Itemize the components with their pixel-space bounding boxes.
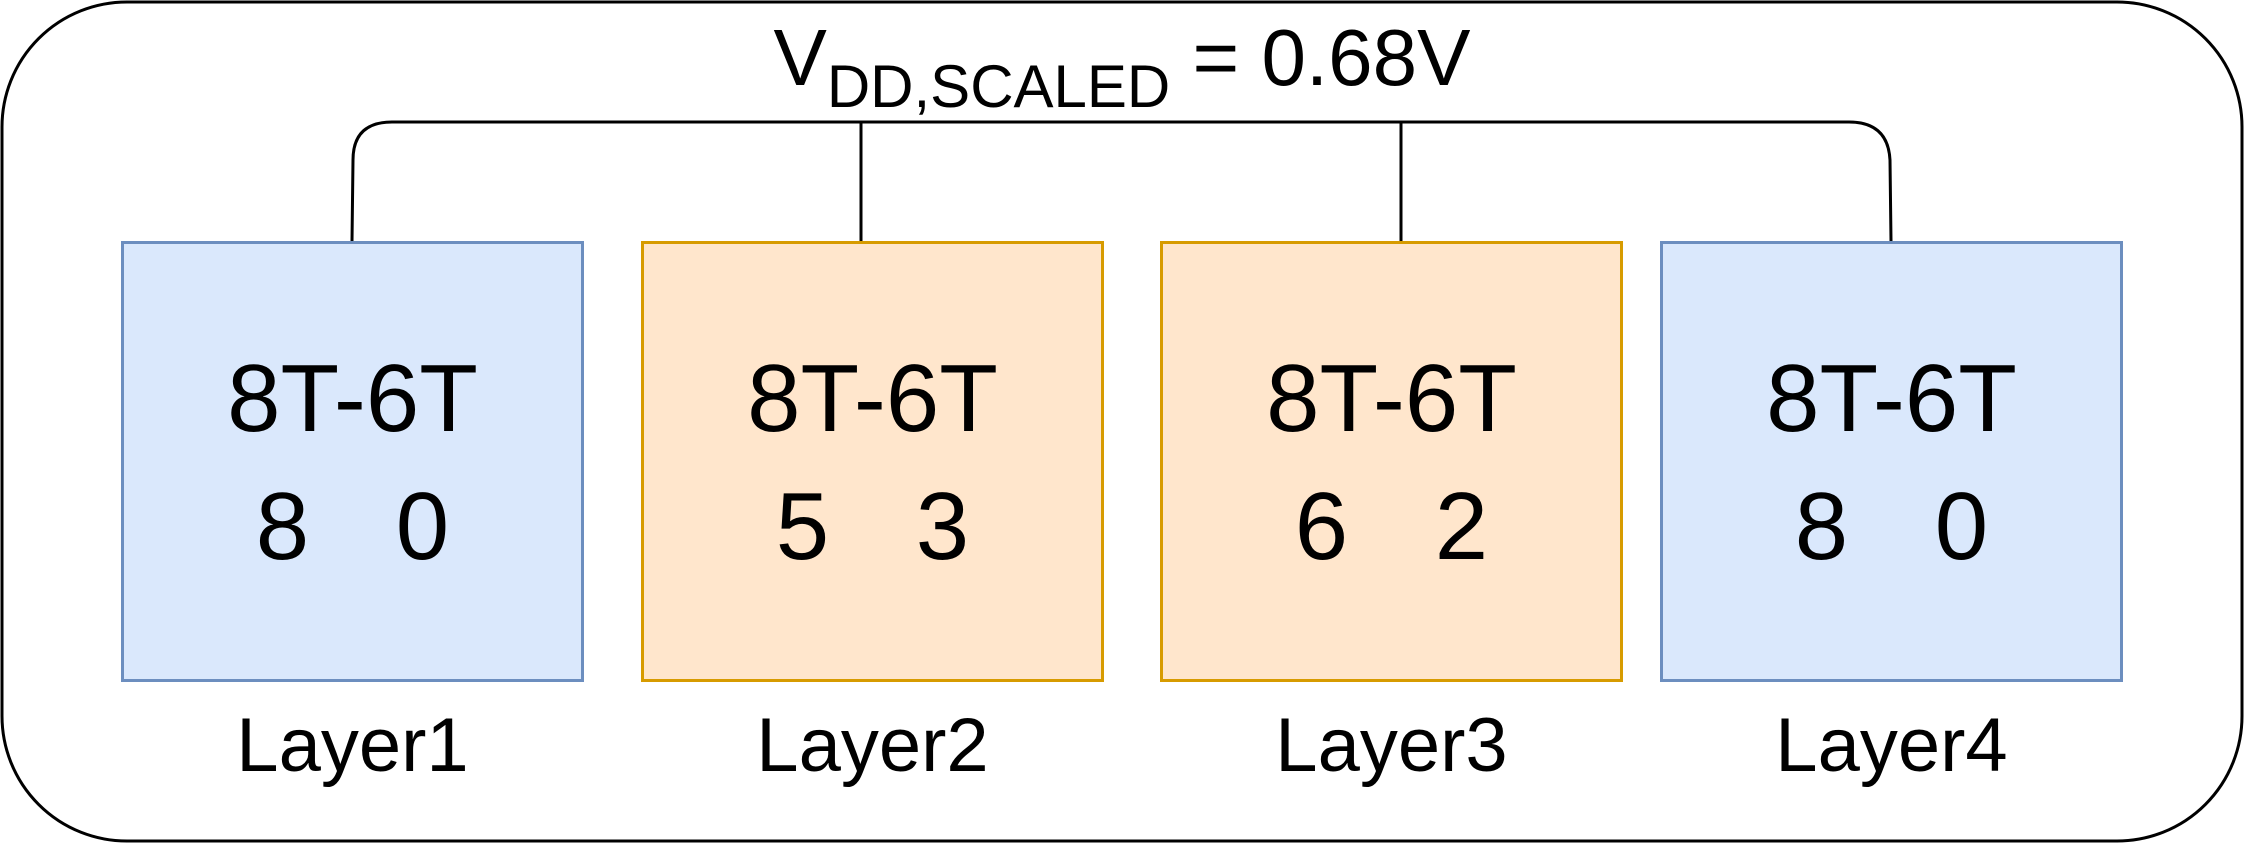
layer4-count-6t: 0: [1934, 473, 1989, 580]
layer4-cell-type: 8T-6T: [1766, 345, 2017, 452]
layer3-count-8t: 6: [1294, 473, 1349, 580]
layer1-count-8t: 8: [255, 473, 310, 580]
layer3-cell-type: 8T-6T: [1266, 345, 1517, 452]
supply-voltage-subscript: DD,SCALED: [826, 53, 1171, 120]
layer2-cell-type: 8T-6T: [747, 345, 998, 452]
layer4-count-8t: 8: [1794, 473, 1849, 580]
layer2-label: Layer2: [756, 703, 989, 788]
layer3-label: Layer3: [1275, 703, 1508, 788]
layer1-count-6t: 0: [395, 473, 450, 580]
supply-voltage-symbol: V: [773, 13, 827, 102]
supply-voltage-label: VDD,SCALED = 0.68V: [0, 8, 2244, 120]
supply-bus-line: [350, 120, 1893, 242]
layer2-count-6t: 3: [915, 473, 970, 580]
layer4-label: Layer4: [1775, 703, 2008, 788]
layer1-label: Layer1: [236, 703, 469, 788]
supply-voltage-value: = 0.68V: [1170, 13, 1471, 102]
layer3-count-6t: 2: [1434, 473, 1489, 580]
layer2-count-8t: 5: [775, 473, 830, 580]
layer1-cell-type: 8T-6T: [227, 345, 478, 452]
